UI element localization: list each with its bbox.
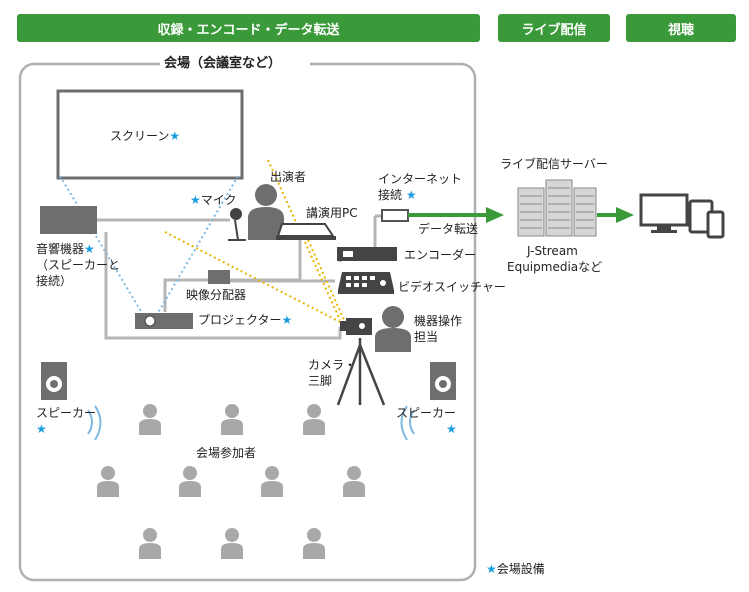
attendee-icon: [139, 404, 161, 435]
star-icon: ★: [405, 188, 417, 202]
header-live: ライブ配信: [498, 14, 610, 42]
mic-icon: [228, 208, 246, 241]
legend-text: 会場設備: [496, 562, 545, 576]
star-icon: ★: [169, 129, 181, 143]
mic-label: ★マイク: [190, 193, 237, 208]
server-name-line1: J-Stream: [527, 244, 578, 258]
operator-label-line2: 担当: [414, 330, 439, 344]
operator-label-line1: 機器操作: [414, 314, 463, 328]
data-transfer-label: データ転送: [418, 222, 479, 236]
camera-icon: [340, 318, 372, 335]
screen-icon: [56, 89, 244, 180]
transfer-arrows: [408, 207, 634, 223]
switcher-label: ビデオスイッチャー: [398, 280, 506, 294]
mic-label-text: マイク: [200, 193, 237, 207]
legend: ★会場設備: [486, 562, 545, 577]
star-icon: ★: [486, 562, 497, 576]
attendees-group: [97, 404, 365, 559]
star-icon: ★: [36, 422, 47, 436]
audio-label-line2: （スピーカーと: [36, 258, 121, 272]
star-icon: ★: [281, 313, 293, 327]
attendee-icon: [221, 528, 243, 559]
attendee-icon: [179, 466, 201, 497]
attendee-icon: [221, 404, 243, 435]
smartphone-icon: [706, 210, 725, 239]
star-icon: ★: [446, 422, 457, 436]
encoder-label: エンコーダー: [404, 248, 477, 262]
screen-label-text: スクリーン: [110, 129, 170, 143]
attendees-label: 会場参加者: [196, 446, 257, 460]
performer-icon: [248, 184, 284, 240]
internet-label-line1: インターネット: [378, 172, 463, 186]
internet-label-line2: 接続 ★: [378, 188, 417, 203]
internet-label-text: 接続: [378, 188, 403, 202]
screen-label: スクリーン★: [110, 129, 180, 144]
encoder-icon: [337, 247, 397, 261]
attendee-icon: [343, 466, 365, 497]
speaker-right-label: スピーカー: [396, 406, 457, 420]
server-icon: [517, 179, 597, 237]
connection-lines: [97, 214, 382, 340]
attendee-icon: [97, 466, 119, 497]
performer-label: 出演者: [270, 170, 307, 184]
dotted-lines: [59, 159, 346, 323]
lecture-pc-label: 講演用PC: [306, 206, 358, 220]
star-icon: ★: [84, 242, 95, 256]
projector-icon: [135, 313, 193, 329]
audio-label-line1: 音響機器: [36, 242, 85, 256]
speaker-left-icon: [41, 362, 102, 441]
attendee-icon: [303, 404, 325, 435]
audio-label-line3: 接続）: [36, 274, 73, 288]
audio-equipment-icon: [40, 206, 97, 234]
splitter-icon: [208, 270, 230, 284]
camera-label-line2: 三脚: [308, 374, 333, 388]
audio-label: 音響機器★: [36, 242, 95, 257]
venue-title: 会場（会議室など）: [164, 56, 282, 71]
switcher-icon: [338, 272, 394, 294]
server-name-line2: Equipmediaなど: [507, 260, 603, 274]
projector-label: プロジェクター★: [198, 313, 292, 328]
tripod-icon: [336, 338, 386, 406]
star-icon: ★: [190, 193, 201, 207]
operator-icon: [375, 306, 411, 352]
server-title: ライブ配信サーバー: [500, 157, 608, 171]
speaker-right-icon: [400, 362, 456, 441]
network-adapter-icon: [381, 209, 409, 222]
attendee-icon: [261, 466, 283, 497]
camera-label-line1: カメラ・: [308, 358, 357, 372]
attendee-icon: [139, 528, 161, 559]
attendee-icon: [303, 528, 325, 559]
header-recording: 収録・エンコード・データ転送: [17, 14, 480, 42]
header-viewing: 視聴: [626, 14, 736, 42]
laptop-icon: [276, 223, 336, 240]
splitter-label: 映像分配器: [186, 288, 247, 302]
speaker-left-label: スピーカー: [36, 406, 97, 420]
projector-label-text: プロジェクター: [198, 313, 282, 327]
monitor-icon: [639, 193, 689, 233]
